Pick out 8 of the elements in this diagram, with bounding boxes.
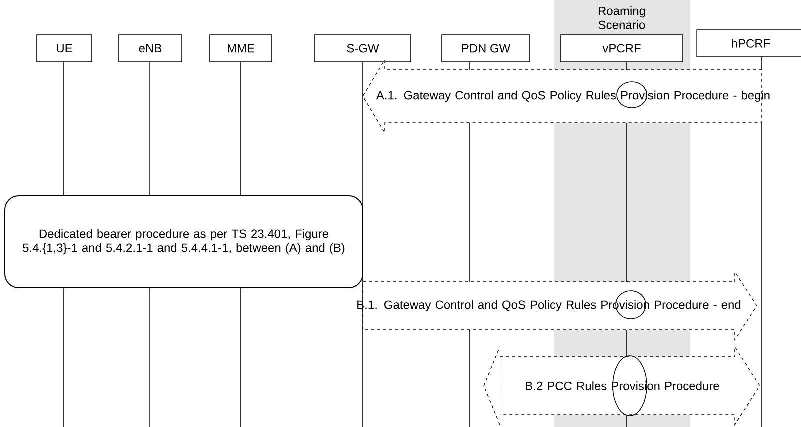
procedure-box: Dedicated bearer procedure as per TS 23.401, Figure 5.4.{1,3}-1 and 5.4.2.1-1 and 5.4.4.1-1, between (A) and (B)	[4, 196, 364, 288]
entity-box: vPCRF	[560, 34, 684, 62]
entity-box: MME	[210, 34, 272, 62]
entity-box: S-GW	[314, 34, 412, 62]
entity-box: hPCRF	[696, 30, 801, 58]
entity-box: eNB	[118, 34, 182, 62]
entity-box: PDN GW	[442, 34, 530, 62]
entity-box: UE	[36, 34, 92, 62]
